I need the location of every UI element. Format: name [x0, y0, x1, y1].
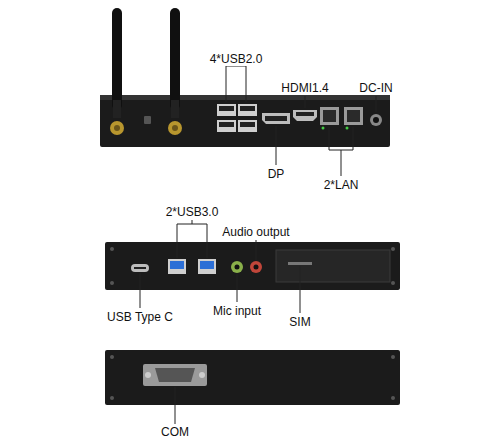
port-label: 4*USB2.0 — [208, 52, 265, 66]
port-label: DC-IN — [357, 81, 394, 95]
port-label: SIM — [287, 315, 312, 329]
port-label: 2*USB3.0 — [164, 205, 221, 219]
port-label: USB Type C — [105, 310, 175, 324]
port-label: COM — [159, 425, 191, 439]
port-label: DP — [266, 167, 287, 181]
port-label: 2*LAN — [322, 178, 361, 192]
port-label: Mic input — [211, 304, 263, 318]
port-label: HDMI1.4 — [279, 81, 330, 95]
port-label: Audio output — [220, 225, 291, 239]
